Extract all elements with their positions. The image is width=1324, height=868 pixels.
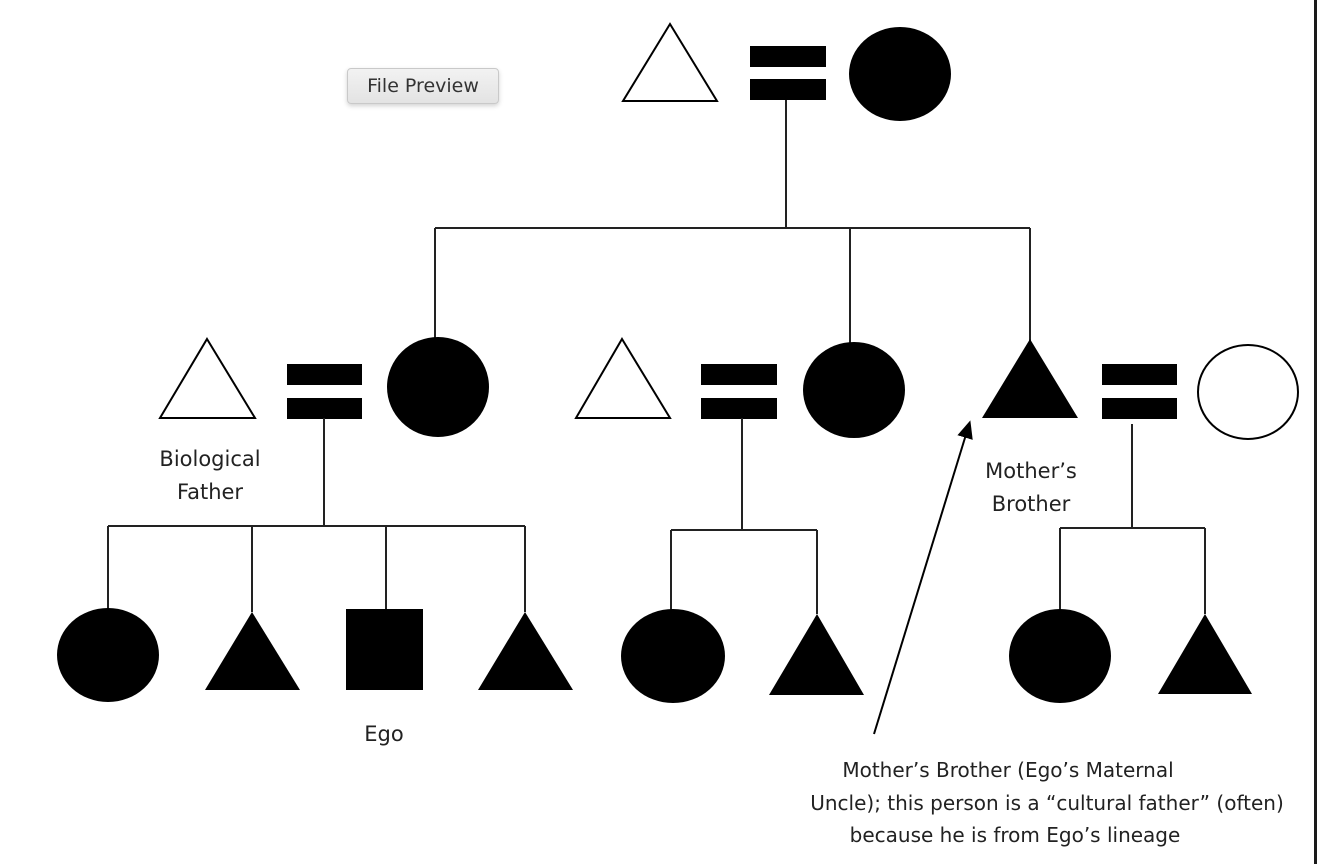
- ego-brother-triangle-1: [205, 612, 300, 690]
- marriage-bar-middle-lower: [701, 398, 777, 419]
- biological-father-triangle: [158, 337, 257, 419]
- aunt-husband-triangle: [574, 337, 672, 419]
- grandfather-triangle: [621, 22, 719, 102]
- ego-brother-triangle-2: [478, 612, 573, 690]
- annotation-line2: Uncle); this person is a “cultural fathe…: [810, 791, 1284, 815]
- annotation-arrow: [873, 420, 973, 735]
- right-edge-rule: [1314, 0, 1317, 864]
- mothers-brother-triangle: [982, 339, 1078, 418]
- grandmother-circle: [849, 27, 951, 121]
- marriage-bar-left-upper: [287, 364, 362, 385]
- marriage-bar-right-lower: [1102, 398, 1177, 419]
- ego-square: [346, 609, 423, 690]
- cousin-female-circle-1: [621, 609, 725, 703]
- marriage-bar-top-lower: [750, 79, 826, 100]
- biological-father-label-line1: Biological: [159, 447, 260, 471]
- annotation-line1: Mother’s Brother (Ego’s Maternal: [842, 758, 1173, 782]
- mothers-brother-label-line2: Brother: [992, 492, 1071, 516]
- descent-lines-gen1: [434, 100, 1031, 364]
- cousin-male-triangle-2: [1158, 614, 1252, 694]
- mothers-brother-label-line1: Mother’s: [985, 459, 1077, 483]
- biological-father-label-line2: Father: [177, 480, 243, 504]
- ego-sister-circle: [57, 608, 159, 702]
- descent-lines-gen2: [107, 418, 1206, 614]
- file-preview-button[interactable]: File Preview: [347, 68, 499, 104]
- marriage-bar-top-upper: [750, 46, 826, 67]
- annotation-line3: because he is from Ego’s lineage: [850, 823, 1181, 847]
- mother-circle: [387, 337, 489, 437]
- marriage-bar-right-upper: [1102, 364, 1177, 385]
- marriage-bar-middle-upper: [701, 364, 777, 385]
- cousin-female-circle-2: [1009, 609, 1111, 703]
- uncle-wife-circle: [1197, 344, 1299, 440]
- marriage-bar-left-lower: [287, 398, 362, 419]
- cousin-male-triangle-1: [769, 614, 864, 695]
- maternal-aunt-circle: [803, 342, 905, 438]
- ego-label: Ego: [364, 722, 403, 746]
